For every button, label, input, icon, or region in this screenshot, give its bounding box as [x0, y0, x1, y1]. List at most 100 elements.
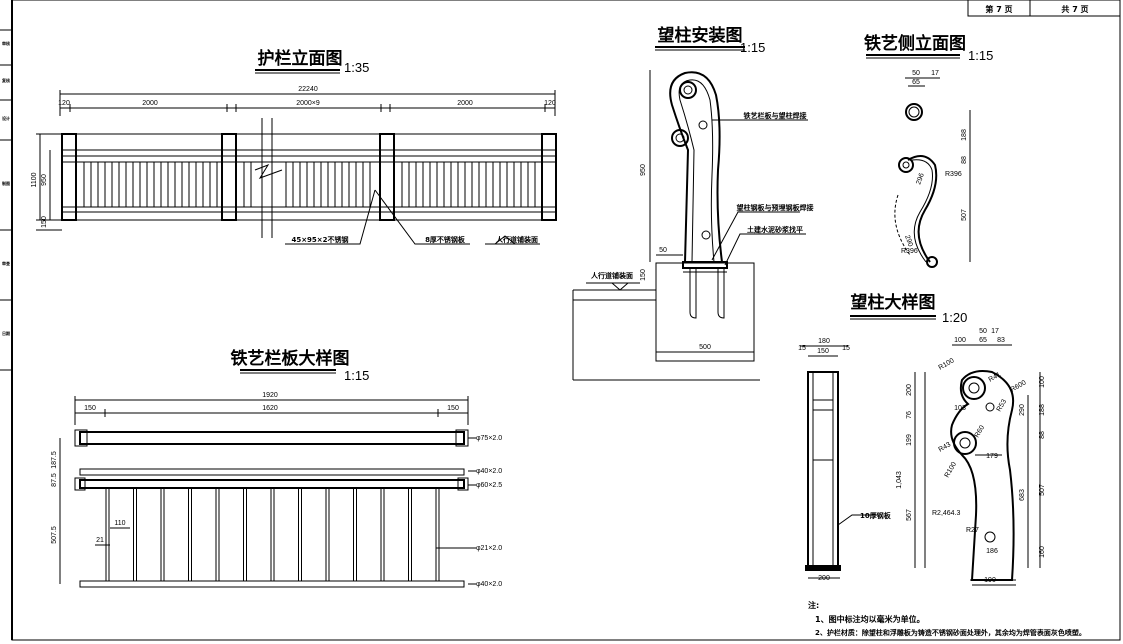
dim-dh567: 567: [906, 509, 913, 521]
dim-dd186: 186: [986, 548, 998, 555]
dim-end-right: 120: [544, 100, 556, 107]
dim-d-base: 200: [818, 575, 830, 582]
dim-r27: R27: [966, 527, 979, 534]
pipe-label: φ40×2.0: [476, 581, 502, 588]
dim-total: 22240: [298, 86, 318, 93]
dim-dh188: 188: [1039, 404, 1046, 416]
dim-p-spacing: 110: [114, 520, 125, 527]
dim-dh507: 507: [1039, 484, 1046, 496]
panel-bar: [133, 487, 137, 582]
dim-p-total: 1920: [262, 392, 278, 399]
dim-s88: 88: [961, 156, 968, 164]
sidebar-mark: 日期: [2, 330, 10, 336]
dim-h-rail: 950: [41, 174, 48, 186]
dim-r100: R100: [938, 357, 956, 371]
dim-dh100: 100: [1039, 376, 1046, 388]
post-detail-title: 望柱大样图: [851, 292, 936, 313]
dim-dd65: 65: [979, 337, 987, 344]
dim-dh200: 200: [906, 384, 913, 396]
dim-dh88: 88: [1039, 431, 1046, 439]
dim-h-base: 150: [41, 216, 48, 228]
panel-detail: 铁艺栏板大样图 1:15 1920 150 1620 150 187.5 87.…: [51, 348, 502, 588]
dim-span-mid: 2000×9: [296, 100, 320, 107]
post-install-scale: 1:15: [740, 40, 765, 55]
dim-r60: R60: [974, 424, 987, 439]
dim-base-h: 150: [640, 269, 647, 281]
label-deck2: 人行道铺装面: [591, 271, 633, 280]
dim-dd17: 17: [991, 328, 999, 335]
note-item: 2、护栏材质：除望柱和浮雕板为铸造不锈钢砂面处理外，其余均为焊管表面灰色喷塑。: [815, 628, 1086, 637]
dim-base-w: 500: [699, 344, 711, 351]
sidebar-mark: 制图: [2, 180, 10, 186]
panel-bar: [160, 487, 165, 582]
dim-dh290: 290: [1019, 404, 1026, 416]
side-elev-title: 铁艺侧立面图: [864, 33, 966, 54]
dim-a296: 296: [915, 172, 926, 185]
pipe-label: φ40×2.0: [476, 468, 502, 475]
sidebar-mark: 复核: [1, 77, 10, 83]
guardrail-title: 护栏立面图: [258, 48, 343, 69]
side-elev-scale: 1:15: [968, 48, 993, 63]
dim-d15b: 15: [842, 345, 850, 352]
label-weld2: 望柱钢板与预埋钢板焊接: [737, 203, 814, 212]
dim-r100b: R100: [944, 461, 958, 479]
panel-scale: 1:15: [344, 368, 369, 383]
panel-bar: [215, 487, 220, 582]
dim-s17: 17: [931, 70, 939, 77]
dim-dd103: 103: [954, 405, 966, 412]
dim-post-height: 950: [640, 164, 647, 176]
panel-bar: [188, 487, 192, 582]
post-install-title: 望柱安装图: [658, 25, 743, 46]
dim-post-offset: 50: [659, 247, 667, 254]
sidebar-mark: 设计: [2, 115, 10, 121]
dim-r53: R53: [996, 398, 1009, 413]
dim-s507: 507: [961, 209, 968, 221]
label-steel: 45×95×2不锈钢: [291, 235, 348, 244]
panel-bar: [105, 487, 110, 582]
dim-s188: 188: [961, 129, 968, 141]
dim-s50: 50: [912, 70, 920, 77]
left-sidebar: 审核 复核 设计 制图 审查 日期: [0, 29, 12, 371]
page-current: 第 7 页: [985, 4, 1012, 14]
dim-r41: R41: [988, 371, 1003, 384]
sidebar-mark: 审核: [2, 40, 10, 46]
page-total: 共 7 页: [1061, 4, 1088, 14]
notes: 注: 1、图中标注均以毫米为单位。 2、护栏材质：除望柱和浮雕板为铸造不锈钢砂面…: [808, 600, 1086, 637]
dim-h-total: 1100: [31, 172, 38, 187]
label-plate10: 10厚钢板: [860, 511, 892, 520]
sidebar-mark: 审查: [2, 260, 10, 266]
panel-bar: [243, 487, 247, 582]
panel-bar: [380, 487, 385, 582]
post-detail: 望柱大样图 1:20 180 15 150 15 200 10厚钢板 200 7…: [798, 292, 1046, 586]
dim-dh683: 683: [1019, 489, 1026, 501]
dim-d180: 180: [818, 338, 830, 345]
dim-r2464: R2,464.3: [932, 510, 961, 517]
dim-r396b: R396: [901, 248, 918, 255]
dim-dd83: 83: [997, 337, 1005, 344]
dim-span-left: 2000: [142, 100, 158, 107]
label-plate: 8厚不锈钢板: [425, 235, 466, 244]
dim-r396: R396: [945, 171, 962, 178]
guardrail-scale: 1:35: [344, 60, 369, 75]
pipe-label: φ60×2.5: [476, 482, 502, 489]
dim-dh1043: 1,043: [896, 471, 903, 489]
dim-r600: R600: [1010, 379, 1028, 393]
dim-p-h3: 507.5: [51, 526, 58, 544]
panel-bar: [270, 487, 275, 582]
panel-bar: [298, 487, 302, 582]
dim-p-h2: 87.5: [51, 473, 58, 487]
dim-a290: 290: [903, 234, 914, 247]
dim-p-endl: 150: [84, 405, 96, 412]
label-weld1: 铁艺栏板与望柱焊接: [744, 111, 807, 120]
dim-dd50: 50: [979, 328, 987, 335]
panel-bar: [325, 487, 330, 582]
post-install: 望柱安装图 1:15 950 50 150 500 铁艺栏板与望柱焊接 望柱钢板…: [572, 25, 814, 381]
dim-p-mid: 1620: [262, 405, 278, 412]
side-elevation: 铁艺侧立面图 1:15 50 17 65 188 88 507 R396 296…: [864, 33, 993, 268]
post-detail-scale: 1:20: [942, 310, 967, 325]
panel-title: 铁艺栏板大样图: [231, 348, 350, 369]
guardrail-elevation: 护栏立面图 1:35 22240 120 2000 2000×9 2000 12…: [31, 48, 557, 245]
note-item: 1、图中标注均以毫米为单位。: [815, 614, 925, 624]
label-mortar: 土建水泥砂浆找平: [747, 225, 803, 234]
